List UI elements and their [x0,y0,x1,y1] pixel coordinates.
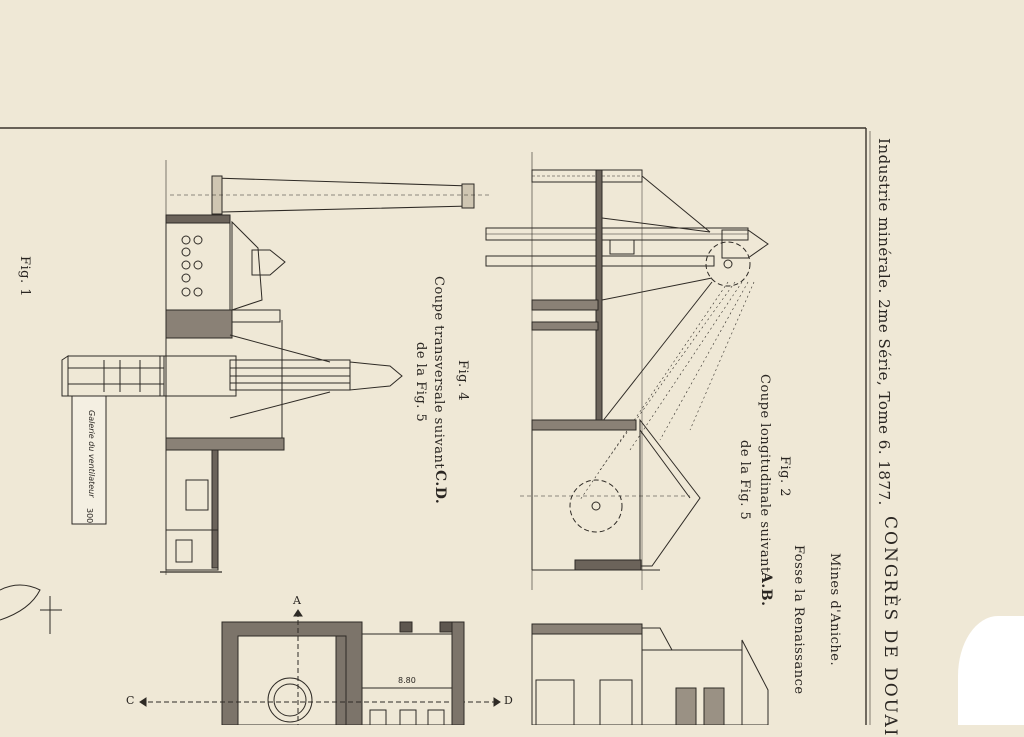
fig2-drawing [485,152,769,590]
plate-frame [0,127,871,725]
fig1-number: Fig. 1 [17,256,32,298]
plan-dimension: 8.80 [398,676,416,685]
fig4-drawing [61,160,490,575]
fig4-caption: Coupe transversale suivant [431,276,446,470]
fig4-number: Fig. 4 [455,360,470,402]
fig2-caption: Coupe longitudinale suivant [757,374,772,573]
elevation-fragment [531,623,769,725]
section-mark-c: C [126,694,135,707]
dimension-300: 300 [85,508,94,524]
fig4-ref: de la Fig. 5 [413,342,428,423]
section-mark-d: D [504,694,513,707]
section-mark-a: A [293,594,301,607]
congress-title: CONGRÈS DE DOUAI [880,516,900,737]
fig2-ref: de la Fig. 5 [737,440,752,521]
series-line: Industrie minérale. 2me Série, Tome 6. 1… [875,138,893,506]
fig5-plan [0,584,500,725]
fig2-number: Fig. 2 [777,456,792,498]
mines-label: Mines d'Aniche. [827,553,842,667]
paper-tear [958,616,1024,725]
section-markers [139,609,501,707]
fig2-section: A.B. [758,572,774,607]
gallery-label: Galerie du ventilateur [87,410,96,498]
fosse-label: Fosse la Renaissance [791,545,806,695]
fig4-section: C.D. [432,470,448,505]
